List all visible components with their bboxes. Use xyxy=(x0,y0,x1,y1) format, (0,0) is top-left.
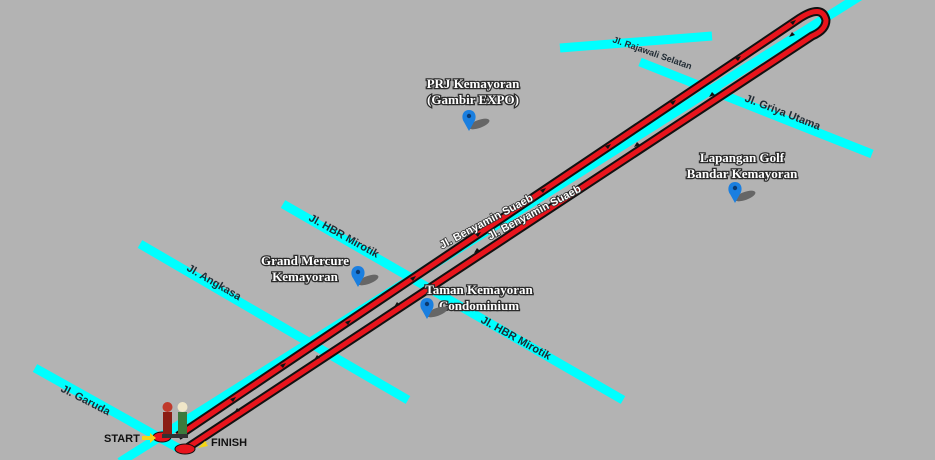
poi-grand-mercure[interactable]: Grand Mercure Kemayoran xyxy=(260,252,380,288)
label-jl-garuda: Jl. Garuda xyxy=(59,383,113,419)
start-finish-area: START FINISH xyxy=(104,402,247,455)
finish-label: FINISH xyxy=(211,437,247,449)
label-jl-hbr-mirotik-lower: Jl. HBR Mirotik xyxy=(479,314,554,363)
street-rajawali-selatan xyxy=(559,31,713,53)
poi-lapangan-golf[interactable]: Lapangan Golf Bandar Kemayoran xyxy=(685,149,799,204)
label-jl-angkasa: Jl. Angkasa xyxy=(184,262,243,303)
street-angkasa xyxy=(137,240,411,404)
label-jl-griya-utama: Jl. Griya Utama xyxy=(743,93,823,133)
map-pin-icon xyxy=(420,298,448,319)
start-label: START xyxy=(104,433,140,445)
start-arrow-icon xyxy=(142,433,156,443)
finish-pad xyxy=(174,443,196,455)
poi-prj-kemayoran[interactable]: PRJ Kemayoran (Gambir EXPO) xyxy=(425,75,521,132)
poi-label-line-2: Bandar Kemayoran xyxy=(687,166,798,181)
map-pin-icon xyxy=(351,266,379,287)
poi-label-line-2: (Gambir EXPO) xyxy=(427,92,519,107)
street-rajawali-east xyxy=(638,57,874,159)
ondel-ondel-figures-icon xyxy=(162,402,188,438)
track-loop-fill xyxy=(176,9,829,453)
poi-taman-kemayoran[interactable]: Taman Kemayoran Condominium xyxy=(420,281,535,320)
streets xyxy=(32,0,874,460)
poi-label-line-1: Lapangan Golf xyxy=(700,150,785,165)
poi-label-line-2: Condominium xyxy=(439,298,519,313)
track-direction-arrows xyxy=(230,20,796,413)
poi-label-line-1: Taman Kemayoran xyxy=(425,282,533,297)
finish-arrow-icon xyxy=(198,441,212,448)
map-pin-icon xyxy=(728,182,756,203)
street-hbr-mirotik xyxy=(280,200,626,404)
poi-label-line-1: Grand Mercure xyxy=(261,253,349,268)
race-track xyxy=(175,7,831,454)
map-pin-icon xyxy=(462,110,490,131)
poi-label-line-2: Kemayoran xyxy=(272,269,338,284)
poi-label-line-1: PRJ Kemayoran xyxy=(427,76,521,91)
